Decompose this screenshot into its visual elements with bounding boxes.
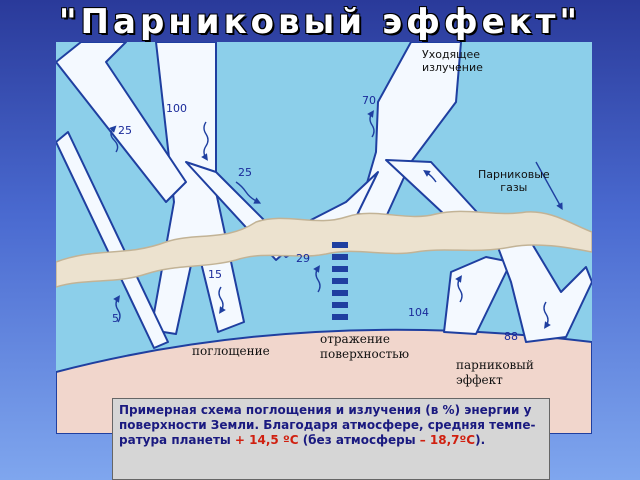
page-title: "Парниковый эффект" bbox=[58, 2, 582, 42]
label-surface-reflection: отражение поверхностью bbox=[320, 332, 410, 361]
value-reflected-surface: 5 bbox=[112, 312, 119, 325]
label-outgoing-radiation: Уходящее излучение bbox=[422, 48, 483, 74]
reflection-band-left bbox=[56, 42, 187, 203]
value-outgoing: 70 bbox=[362, 94, 376, 107]
label-greenhouse-gases: Парниковые газы bbox=[478, 168, 550, 194]
value-reflected-cloud: 25 bbox=[238, 166, 252, 179]
cloud-layer bbox=[56, 210, 592, 288]
caption-text: Примерная схема поглощения и излучения (… bbox=[119, 403, 536, 447]
greenhouse-diagram: 100 25 25 70 15 5 29 104 88 Уходящее изл… bbox=[56, 42, 592, 434]
caption-box: Примерная схема поглощения и излучения (… bbox=[112, 398, 550, 480]
value-reflected-upper: 25 bbox=[118, 124, 132, 137]
temp-without-atmosphere: – 18,7ºС bbox=[419, 433, 476, 447]
radiation-arrows bbox=[109, 110, 563, 329]
value-back-radiation: 88 bbox=[504, 330, 518, 343]
label-greenhouse-effect: парниковый эффект bbox=[456, 358, 534, 387]
value-absorbed-atmosphere: 15 bbox=[208, 268, 222, 281]
value-surface-radiation: 104 bbox=[408, 306, 429, 319]
value-ground-emission: 29 bbox=[296, 252, 310, 265]
caption-text-2: (без атмосферы bbox=[298, 433, 420, 447]
ground-emission-stack bbox=[332, 242, 348, 320]
temp-with-atmosphere: + 14,5 ºС bbox=[234, 433, 299, 447]
value-incoming: 100 bbox=[166, 102, 187, 115]
caption-text-3: ). bbox=[475, 433, 486, 447]
label-absorption: поглощение bbox=[192, 344, 270, 358]
